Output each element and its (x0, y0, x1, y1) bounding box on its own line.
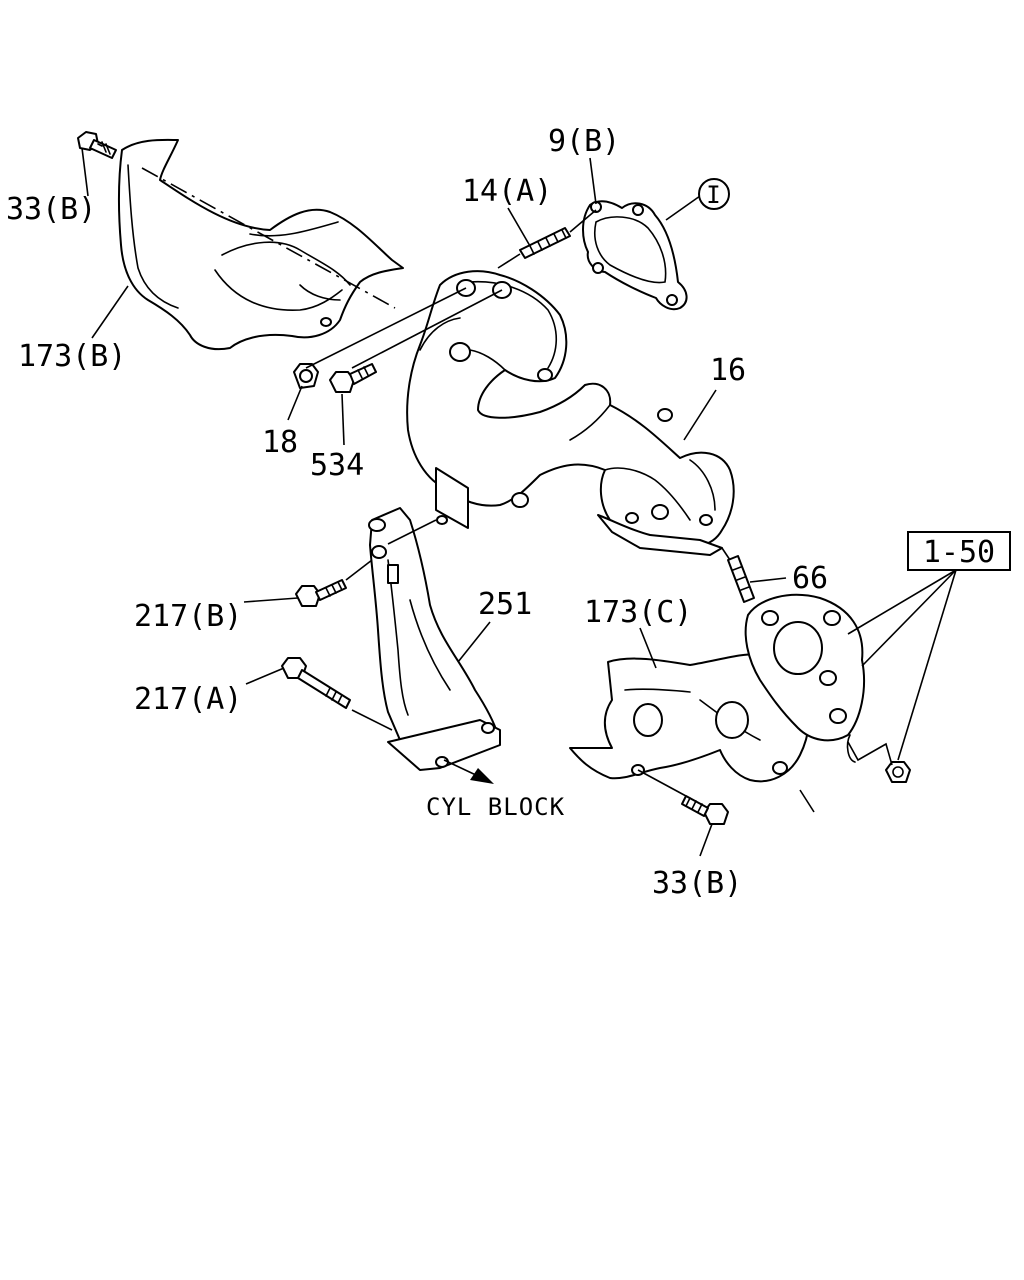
label-33b-bottom: 33(B) (652, 866, 742, 901)
label-66: 66 (792, 561, 828, 596)
heat-shield-173b (117, 138, 404, 351)
outlet-flange-1-50 (744, 593, 866, 763)
label-217b: 217(B) (134, 599, 242, 634)
circled-reference: I (698, 178, 730, 210)
label-217a: 217(A) (134, 682, 242, 717)
nut-1-50 (885, 761, 911, 783)
bolt-33b-top (77, 131, 117, 159)
bolt-534 (329, 363, 377, 393)
stud-66 (727, 555, 755, 603)
label-173b: 173(B) (18, 339, 126, 374)
reference-box-label: 1-50 (923, 535, 995, 570)
bolt-217a (281, 657, 351, 709)
label-534: 534 (310, 448, 364, 483)
gasket-9b (582, 200, 688, 311)
heat-shield-173c (569, 653, 811, 783)
label-cyl-block: CYL BLOCK (426, 793, 565, 821)
reference-box-1-50: 1-50 (907, 531, 1011, 571)
label-33b-top: 33(B) (6, 192, 96, 227)
assembly-lines (141, 167, 893, 813)
bracket-251 (368, 507, 501, 771)
circled-reference-label: I (706, 181, 721, 209)
label-16: 16 (710, 353, 746, 388)
callout-leaders (81, 147, 957, 857)
label-173c: 173(C) (584, 595, 692, 630)
label-9b: 9(B) (548, 124, 620, 159)
exhaust-manifold-16 (406, 270, 735, 556)
label-18: 18 (262, 425, 298, 460)
bolt-217b (295, 579, 347, 607)
cyl-block-arrow (443, 759, 494, 784)
bolt-33b-bottom (681, 795, 729, 825)
label-251: 251 (478, 587, 532, 622)
label-14a: 14(A) (462, 174, 552, 209)
stud-14a (519, 227, 571, 259)
nut-18 (293, 363, 319, 389)
